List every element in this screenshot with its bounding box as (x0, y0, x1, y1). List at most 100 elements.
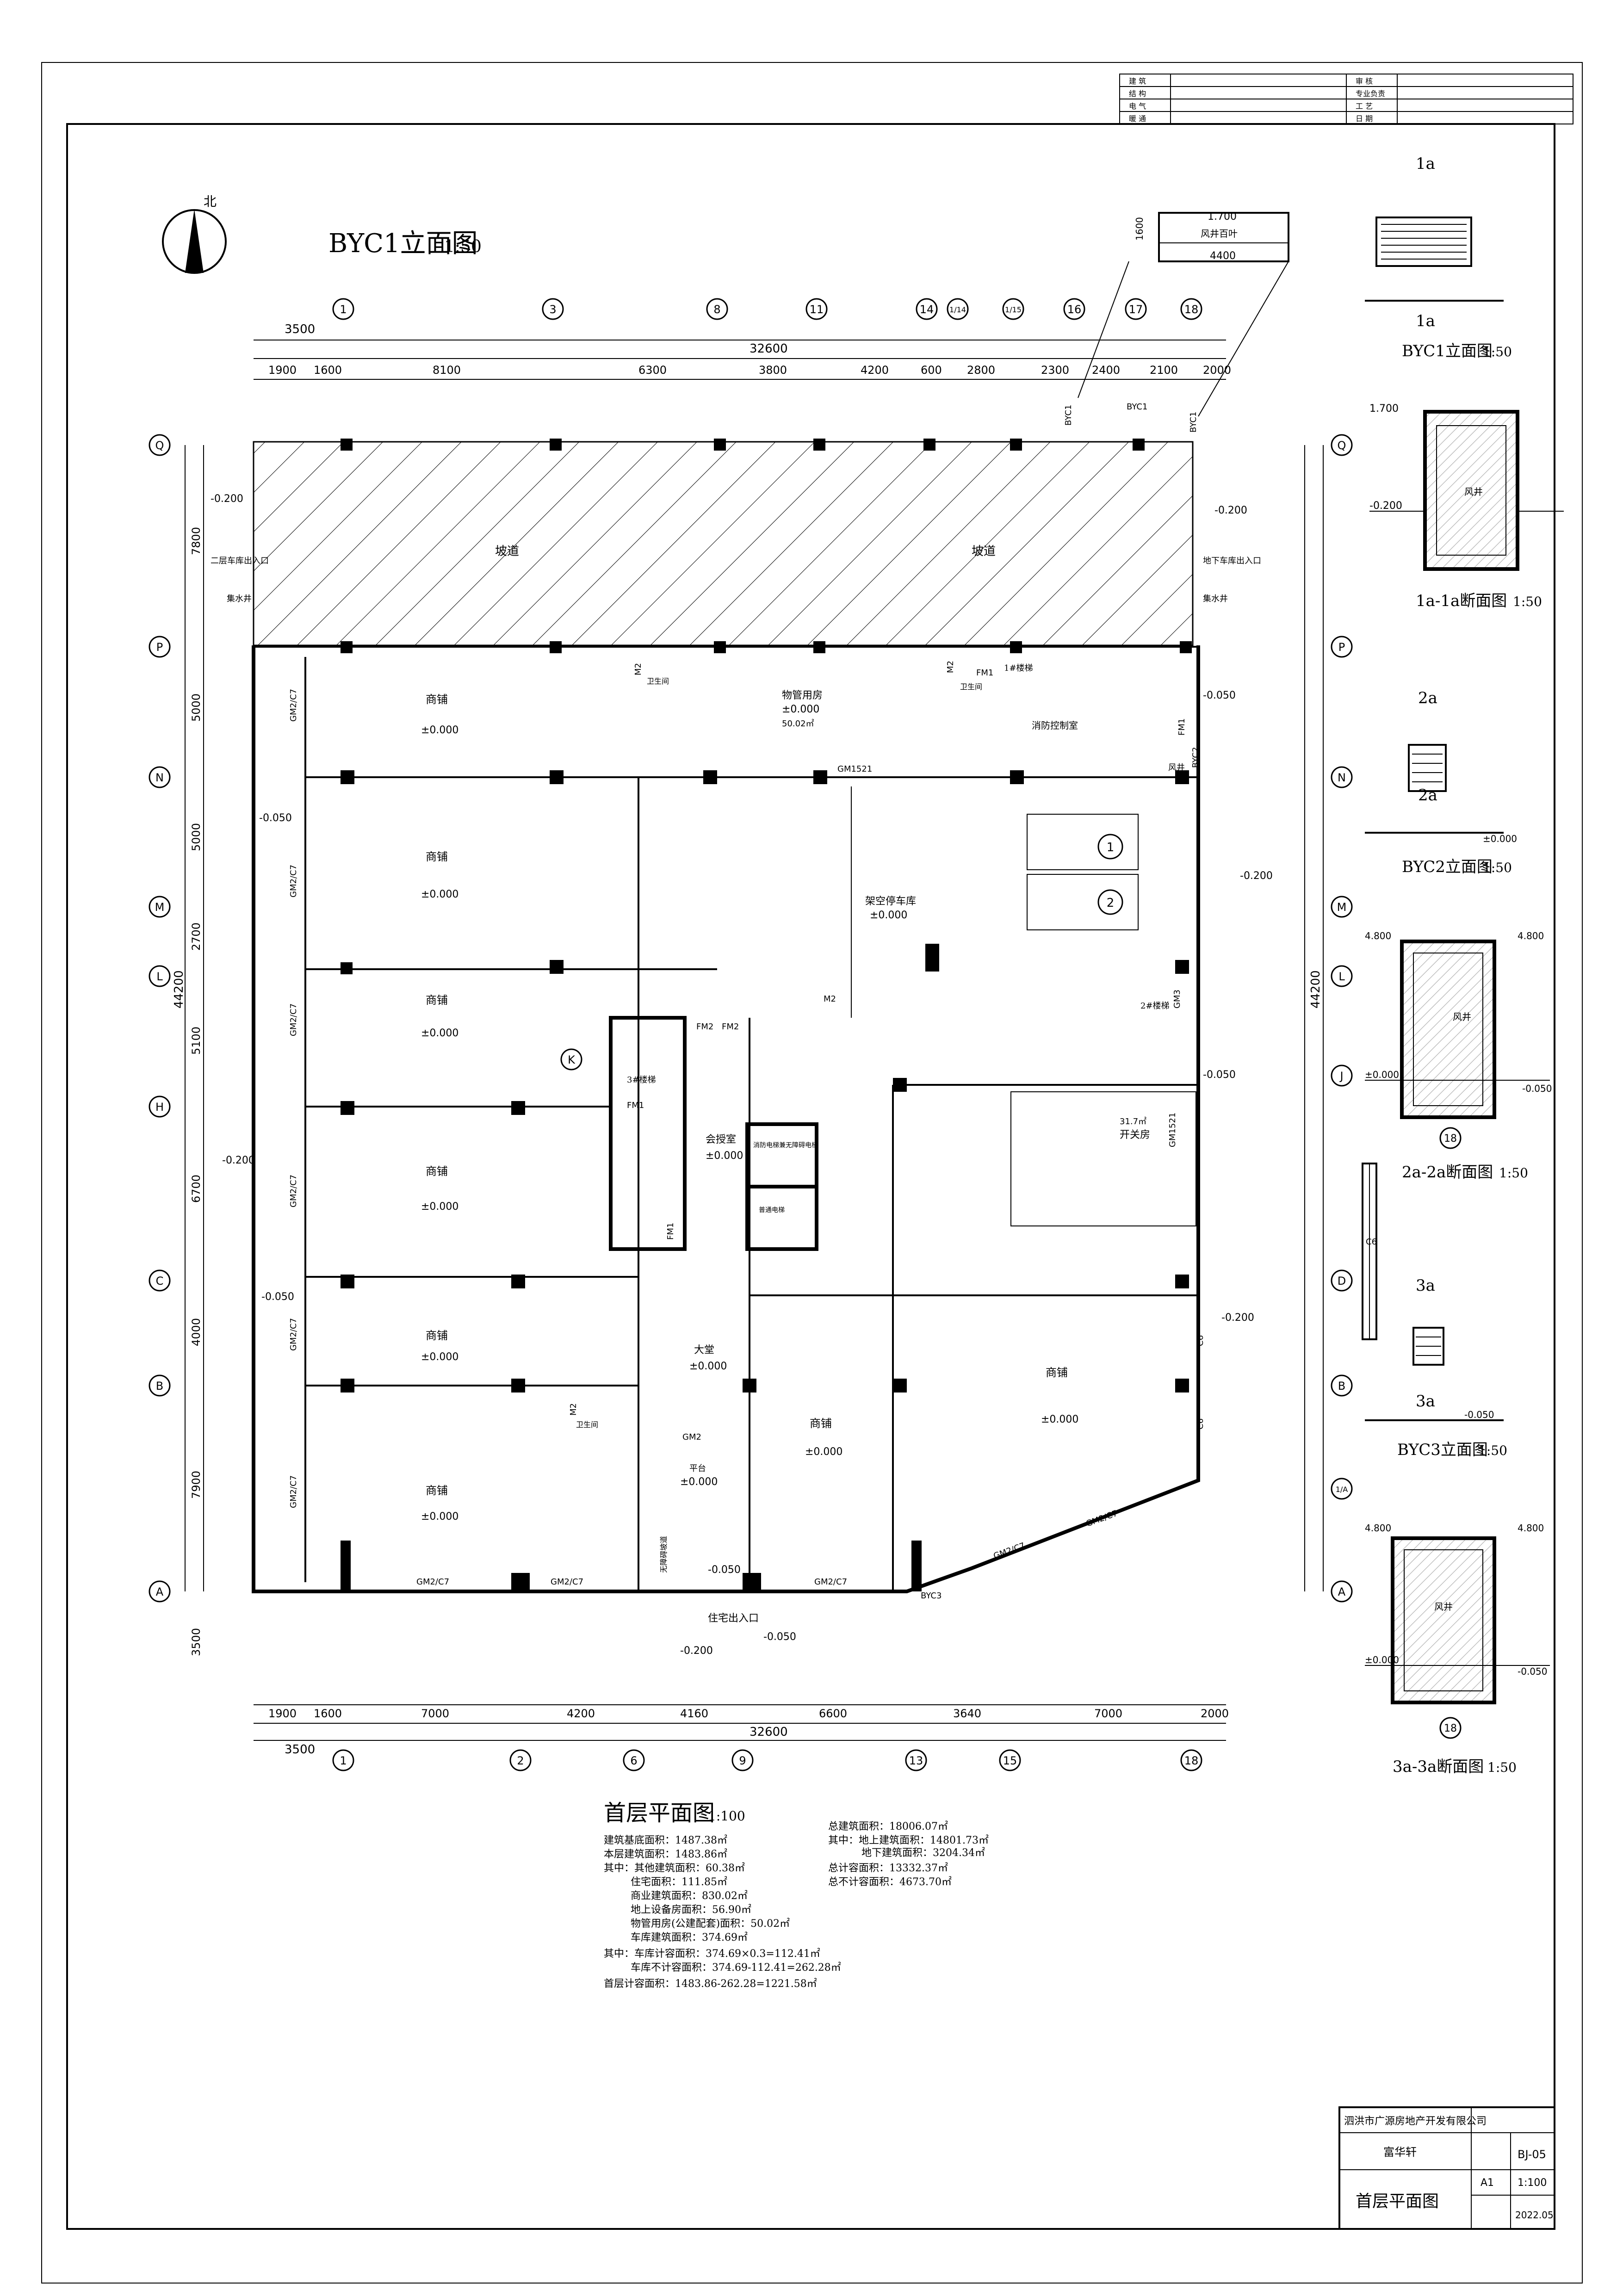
d6-level-top-l: 4.800 (1365, 1522, 1391, 1534)
sump-left: 集水井 (227, 594, 252, 604)
top-dim-9: 2400 (1092, 364, 1120, 377)
bottom-dim-first: 3500 (285, 1743, 315, 1757)
room-shop-3: 商铺 (426, 994, 448, 1007)
axis-left-1: P (156, 641, 163, 654)
core-block (609, 1016, 687, 1251)
bottom-dim-1: 1600 (314, 1707, 342, 1720)
top-dim-3: 6300 (638, 364, 667, 377)
bottom-dim-5: 6600 (819, 1707, 847, 1720)
top-dim-2: 8100 (433, 364, 461, 377)
d6-scale: 1:50 (1487, 1760, 1517, 1775)
signoff-r1c0: 结 构 (1129, 89, 1146, 98)
d4-level-top-l: 4.800 (1365, 930, 1391, 941)
door-byc2: BYC2 (1191, 747, 1201, 768)
north-label: 北 (204, 194, 217, 209)
top-dim-11: 2000 (1203, 364, 1231, 377)
level-entrance: -0.200 (680, 1645, 713, 1657)
d6-level-0: ±0.000 (1365, 1654, 1399, 1665)
right-dimensions: 44200 (1304, 445, 1324, 1591)
inner-frame (66, 123, 1555, 2230)
axis-bottom-2: 6 (630, 1754, 637, 1767)
detail-byc2: 2a 2a ±0.000 BYC2立面图 1:50 (1365, 689, 1517, 876)
columns (341, 439, 1192, 1591)
tb-scale: 1:100 (1518, 2177, 1547, 2189)
room-shop-7: 商铺 (1046, 1366, 1068, 1379)
level-shop-2: ±0.000 (421, 889, 458, 900)
door-gm3: GM3 (1172, 990, 1182, 1009)
d2-level-low: -0.200 (1369, 500, 1402, 512)
right-dim-total: 44200 (1309, 970, 1323, 1009)
axis-top-0: 1 (340, 303, 347, 316)
d3-tag-bottom: 2a (1418, 786, 1437, 805)
door-gm2c7-2: GM2/C7 (289, 865, 298, 897)
tb-date: 2022.05 (1515, 2209, 1554, 2221)
axis-right-0: Q (1338, 439, 1346, 452)
parking-marker-2-label: 2 (1107, 896, 1115, 910)
door-gm1521-1: GM1521 (837, 764, 872, 774)
level-shop-3: ±0.000 (421, 1027, 458, 1039)
level-ext-2: -0.200 (222, 1155, 255, 1166)
window-c6-1: C6 (1196, 1335, 1205, 1346)
ramp-zone (253, 441, 1194, 646)
left-dim-0: 7800 (190, 527, 203, 555)
room-shop-6: 商铺 (810, 1417, 832, 1430)
door-gm2c7-1: GM2/C7 (289, 689, 298, 722)
room-elevator-a: 消防电梯兼无障碍电梯 (753, 1142, 818, 1149)
d3-scale: 1:50 (1483, 860, 1512, 875)
signoff-r1c1: 专业负责 (1356, 89, 1385, 98)
door-gm2c7-3: GM2/C7 (289, 1003, 298, 1036)
sump-right: 集水井 (1203, 594, 1228, 604)
door-gm2c7-10: GM2/C7 (992, 1541, 1027, 1561)
left-dim-6: 4000 (190, 1318, 203, 1346)
byc1-top-scale: 1:50 (444, 237, 482, 256)
detail-byc3: 3a 3a -0.050 BYC3立面图 1:50 (1365, 1276, 1507, 1459)
top-dim-1: 1600 (314, 364, 342, 377)
d1-scale: 1:50 (1483, 344, 1512, 359)
axis-left-9: A (156, 1585, 164, 1598)
right-axis-bubbles: Q P N M L J D B 1/A A (1331, 434, 1353, 1603)
axis-right-6: D (1338, 1275, 1346, 1287)
detail-c3-strip: C6 (1362, 1163, 1377, 1340)
d2-scale: 1:50 (1513, 594, 1542, 609)
level-platform: ±0.000 (680, 1476, 718, 1488)
door-gm2c7-7: GM2/C7 (416, 1577, 449, 1587)
top-dim-first: 3500 (285, 322, 315, 336)
detail-byc1: 1a 1a BYC1立面图 1:50 (1365, 155, 1512, 360)
room-wc-3: 卫生间 (576, 1420, 598, 1429)
detail-1a-section: 1.700 风井 -0.200 1a-1a断面图 1:50 (1369, 403, 1564, 610)
level-lobby: ±0.000 (689, 1361, 727, 1372)
d5-tag-bottom: 3a (1416, 1392, 1435, 1411)
door-m2-4: M2 (946, 661, 955, 673)
d4-fan: 风井 (1453, 1011, 1471, 1022)
d6-axis: 18 (1444, 1723, 1457, 1734)
title-block: 泗洪市广源房地产开发有限公司 富华轩 首层平面图 BJ-05 A1 1:100 … (1338, 2106, 1555, 2230)
level-ext-3: -0.050 (261, 1291, 294, 1303)
door-fm1-4: FM1 (666, 1223, 675, 1240)
room-entrance: 住宅出入口 (708, 1613, 759, 1624)
axis-right-2: N (1338, 771, 1346, 784)
door-gm2c7-11: GM2/C7 (1085, 1509, 1119, 1529)
d2-level: 1.700 (1369, 403, 1399, 415)
level-shop-8: ±0.000 (421, 1511, 458, 1522)
signoff-r2c1: 工 艺 (1356, 102, 1373, 111)
axis-top-6: 1/15 (1005, 305, 1022, 314)
room-wc-2: 卫生间 (960, 682, 982, 691)
left-dim-3: 2700 (190, 922, 203, 951)
plan-title: 首层平面图 (604, 1800, 715, 1826)
signoff-table: 建 筑 审 核 结 构 专业负责 电 气 工 艺 暖 通 日 期 (1119, 74, 1573, 124)
axis-top-1: 3 (549, 303, 556, 316)
outer-frame (41, 62, 1583, 2284)
level-ext-1: -0.050 (259, 812, 292, 824)
stat-l-9: 车库不计容面积：374.69-112.41=262.28㎡ (631, 1962, 841, 1974)
axis-top-9: 18 (1184, 303, 1199, 316)
parking-spot-1 (1027, 814, 1139, 870)
stat-l-10: 首层计容面积：1483.86-262.28=1221.58㎡ (604, 1978, 817, 1990)
bottom-dim-7: 7000 (1094, 1707, 1122, 1720)
level-ext-5: -0.200 (1240, 870, 1273, 882)
door-gm1521-2: GM1521 (1168, 1113, 1177, 1147)
room-lobby: 大堂 (694, 1344, 714, 1356)
bottom-dimensions: 1900 1600 7000 4200 4160 6600 3640 7000 … (254, 1704, 1229, 1757)
parking-spot-2 (1027, 874, 1139, 930)
axis-bottom-5: 15 (1003, 1754, 1017, 1767)
level-shop-7: ±0.000 (1041, 1414, 1078, 1425)
